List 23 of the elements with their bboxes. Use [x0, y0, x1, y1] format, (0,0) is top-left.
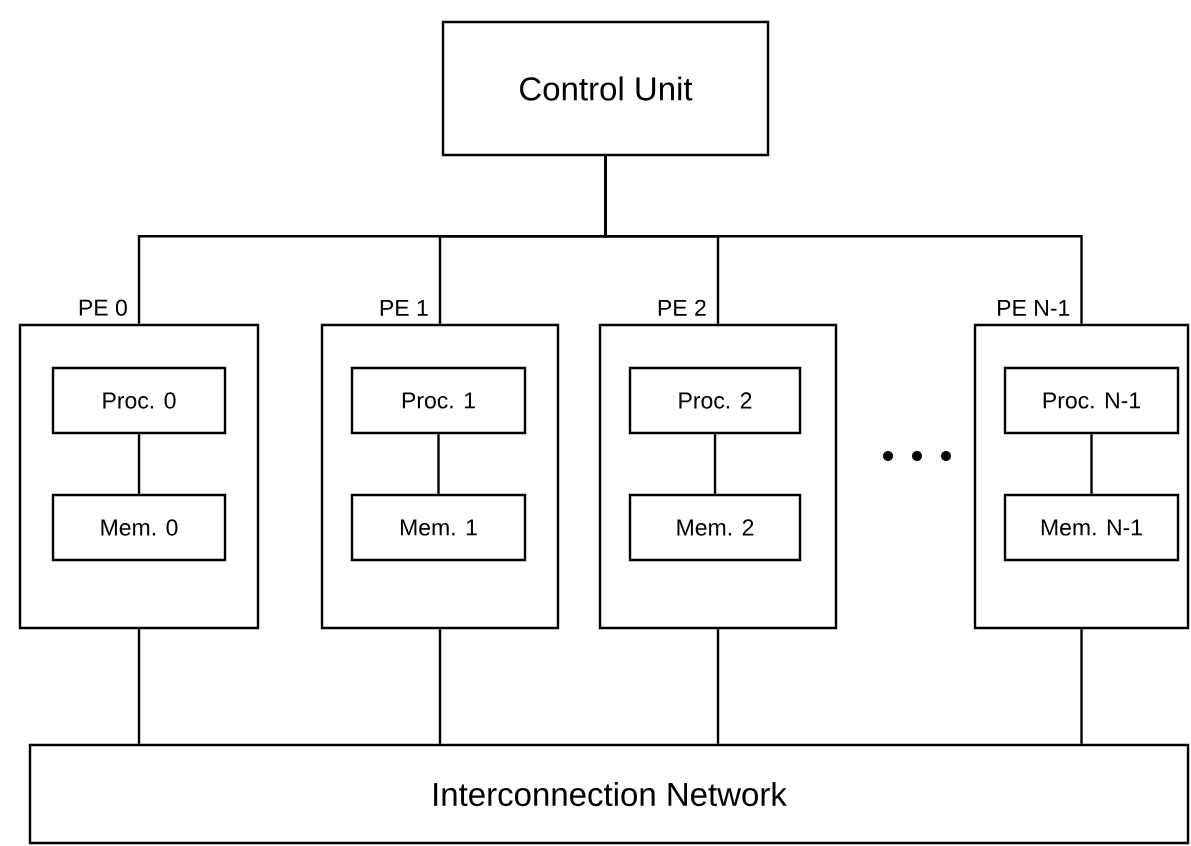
- pe-label: PE N-1: [998, 300, 1070, 316]
- pe-label: PE 1: [380, 300, 428, 316]
- process-box: Interconnection Network: [28, 743, 1190, 845]
- component-box: Proc. N-1: [1003, 366, 1180, 435]
- component-box: Proc. 1: [350, 366, 527, 435]
- connector-line: [137, 629, 141, 744]
- pe-label: PE 0: [79, 299, 127, 316]
- pe-label: PE 2: [658, 299, 706, 316]
- component-box: Proc. 0: [51, 366, 227, 435]
- connector-line: [1080, 629, 1083, 744]
- connector-line: [713, 434, 717, 494]
- connector-line: [137, 434, 141, 494]
- component-box: Mem. 2: [628, 493, 802, 562]
- component-box: Mem. 1: [350, 493, 527, 562]
- connector-line: [604, 156, 1083, 324]
- connector-line: [437, 434, 440, 494]
- connector-line: [716, 629, 720, 744]
- connector-line: [438, 629, 442, 744]
- connector-line: [1090, 434, 1093, 494]
- component-box: Mem. 0: [51, 493, 227, 562]
- component-box: Mem. N-1: [1003, 493, 1180, 562]
- process-box: Control Unit: [441, 20, 770, 157]
- component-box: Proc. 2: [628, 366, 802, 435]
